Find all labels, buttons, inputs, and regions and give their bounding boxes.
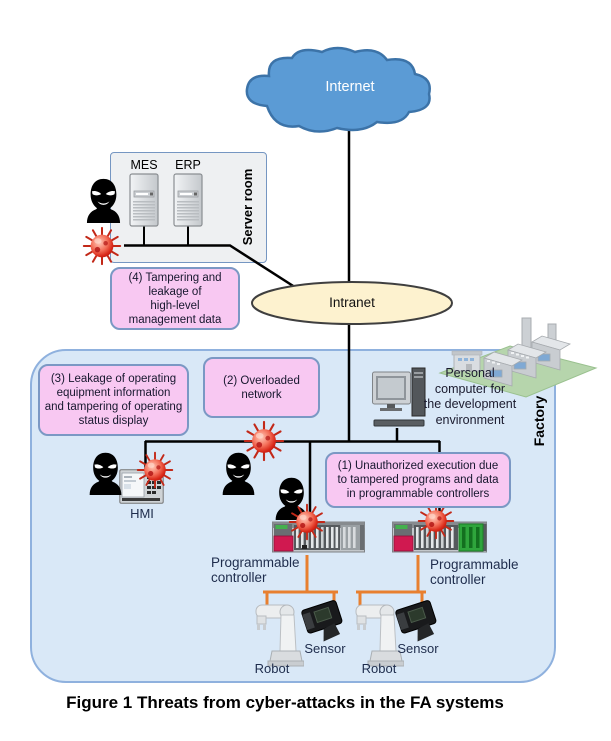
sensor-2-label: Sensor [397, 641, 439, 656]
virus-icon-plc-1 [288, 503, 326, 541]
plc-2-label: Programmable controller [430, 557, 519, 587]
threat-box-1: (1) Unauthorized execution due to tamper… [325, 452, 511, 508]
server-erp-label: ERP [175, 158, 201, 172]
attacker-icon-hmi [87, 451, 124, 495]
mes-server-icon [129, 173, 159, 228]
sensor-1-icon [297, 598, 353, 644]
factory-icon [434, 316, 600, 400]
factory-label: Factory [531, 395, 547, 447]
threat-box-4: (4) Tampering and leakage of high-level … [110, 267, 240, 330]
intranet-label: Intranet [329, 295, 375, 310]
threat-box-2: (2) Overloaded network [203, 357, 320, 418]
server-mes-label: MES [130, 158, 158, 172]
sensor-1-label: Sensor [304, 641, 346, 656]
erp-server-icon [173, 173, 203, 228]
server-room-label: Server room [240, 168, 255, 246]
internet-label: Internet [325, 79, 375, 95]
robot-1-label: Robot [254, 661, 290, 676]
plc-1-label: Programmable controller [211, 555, 300, 585]
virus-icon-network [243, 420, 285, 462]
threat-box-3: (3) Leakage of operating equipment infor… [38, 364, 189, 436]
robot-2-label: Robot [361, 661, 397, 676]
pc-label: Personal computer for the development en… [423, 366, 517, 427]
internet-cloud [245, 46, 431, 133]
virus-icon-server-room [82, 226, 122, 266]
attacker-icon-server-room [85, 177, 122, 223]
hmi-label: HMI [130, 506, 154, 521]
figure-caption: Figure 1 Threats from cyber-attacks in t… [66, 693, 504, 712]
sensor-2-icon [391, 598, 447, 644]
virus-icon-hmi [136, 451, 174, 489]
intranet-ellipse [251, 281, 453, 325]
desktop-pc-icon [372, 364, 426, 430]
